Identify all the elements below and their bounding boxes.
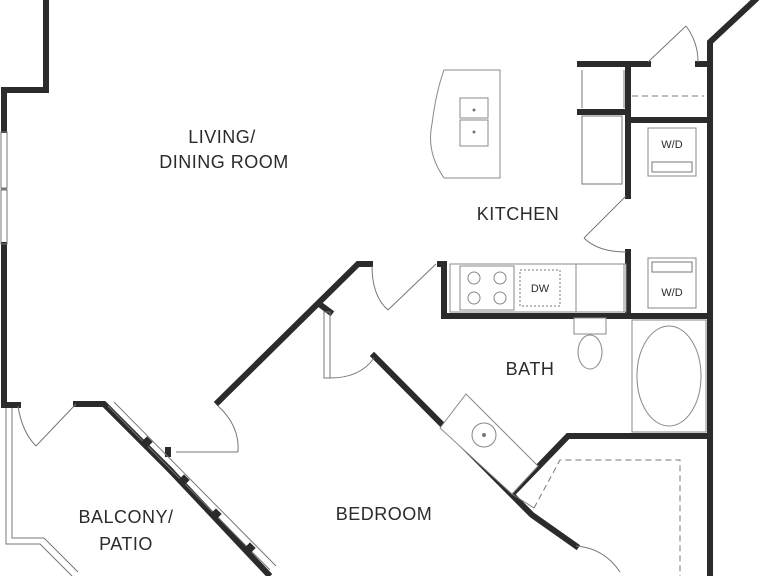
sliding-door-b (113, 401, 277, 567)
label-balcony-line2: PATIO (99, 534, 153, 554)
door-closet-swing (685, 25, 699, 63)
railing-inner (11, 408, 79, 573)
door-bath-closet-swing (575, 545, 621, 573)
label-living-line1: LIVING/ (188, 127, 256, 147)
refrigerator (575, 263, 625, 313)
door-bedroom-entry-swing (217, 405, 239, 453)
vanity-drain (482, 433, 486, 437)
door-bedroom-closet-leaf (323, 311, 331, 379)
windows (0, 131, 277, 571)
label-kitchen: KITCHEN (477, 204, 560, 224)
burner-4 (493, 291, 507, 305)
railing-outer (5, 408, 73, 576)
washer-dryer-bottom-panel (651, 261, 693, 273)
kitchen-island (430, 69, 501, 179)
dishwasher-label: DW (531, 283, 550, 295)
room-labels: LIVING/ DINING ROOM KITCHEN BATH BEDROOM… (78, 127, 560, 554)
stove (459, 265, 515, 311)
door-bedroom-closet-swing (329, 357, 375, 379)
sink-basin-1 (459, 97, 489, 119)
label-bath: BATH (506, 359, 555, 379)
wall-balcony-top (73, 401, 175, 475)
bath-closet-wall (511, 493, 535, 509)
kitchen-counter: DW (449, 263, 627, 313)
burner-3 (467, 291, 481, 305)
wall-right-exterior (707, 0, 760, 576)
washer-dryer-top-panel (651, 161, 693, 173)
washer-dryer-top-label: W/D (661, 139, 682, 151)
faucet-2 (472, 130, 476, 134)
door-jamb-3 (210, 508, 222, 520)
faucet-1 (472, 108, 476, 112)
washer-dryer-top (647, 127, 697, 177)
dishwasher (519, 269, 561, 307)
wall-bath-diag (369, 351, 581, 551)
label-living-line2: DINING ROOM (159, 152, 289, 172)
laundry: W/D W/D (647, 127, 697, 309)
sliding-door-a (107, 405, 271, 571)
bath-closet-shelf (533, 459, 681, 576)
wall-kitchen-bath (437, 261, 711, 319)
wall-bedroom-door-stub (317, 301, 335, 317)
balcony-railing (5, 408, 79, 576)
closet-details (511, 70, 704, 576)
door-balcony-leaf (35, 403, 77, 447)
door-laundry-swing (583, 237, 627, 253)
door-laundry-leaf (583, 195, 627, 239)
door-bath-swing (371, 265, 389, 311)
toilet-tank (573, 317, 607, 335)
door-jamb-1 (141, 436, 153, 448)
sink-basin-2 (459, 119, 489, 147)
door-bath-leaf (387, 263, 437, 311)
bath-fixtures (439, 317, 707, 495)
door-closet-leaf (647, 25, 687, 63)
label-balcony-line1: BALCONY/ (78, 507, 173, 527)
burner-1 (467, 271, 481, 285)
washer-dryer-bottom-label: W/D (661, 287, 682, 299)
wall-bath-lower (507, 433, 711, 499)
wall-bedroom-diag-upper (213, 261, 373, 407)
wall-balcony-diag-lower (165, 465, 273, 576)
bathtub-basin (636, 325, 702, 427)
window-left-lower (0, 189, 8, 245)
label-bedroom: BEDROOM (336, 504, 433, 524)
washer-dryer-bottom (647, 257, 697, 309)
door-balcony-swing (17, 405, 37, 447)
burner-2 (493, 271, 507, 285)
window-left-upper (0, 131, 8, 189)
pantry-shelf (581, 115, 623, 185)
wall-top-left (1, 0, 49, 133)
doors (17, 25, 699, 573)
door-jamb-2 (178, 474, 190, 486)
toilet-bowl (577, 334, 603, 370)
door-jamb-4 (244, 542, 256, 554)
